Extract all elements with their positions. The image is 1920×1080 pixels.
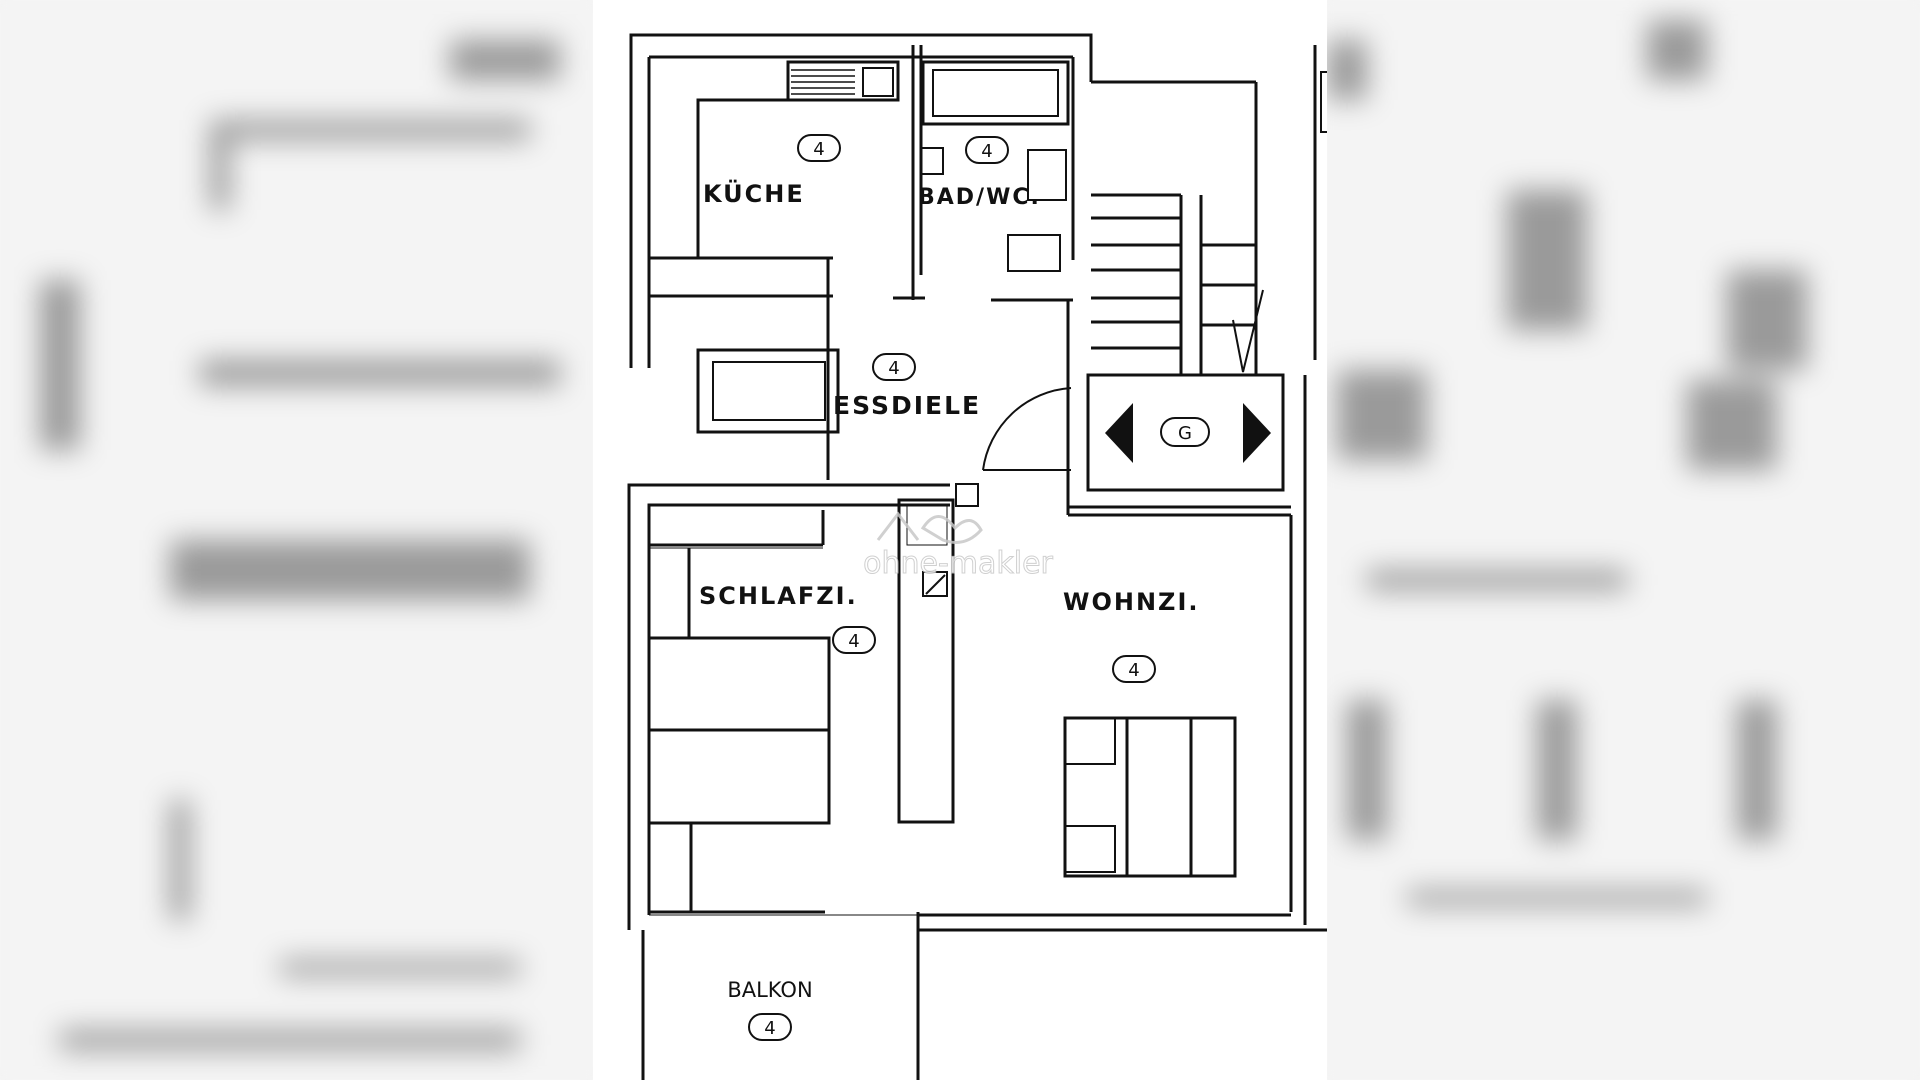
room-label-bath: BAD/WC. (918, 185, 1041, 210)
sofa-table (1063, 716, 1237, 878)
room-label-bedroom: SCHLAFZI. (699, 582, 858, 610)
watermark-text: ohne-makler (863, 546, 1053, 581)
wall-north (629, 33, 1093, 368)
blurred-backdrop-left (0, 0, 593, 1080)
blurred-backdrop-right (1327, 0, 1920, 1080)
kitchen-inner (696, 98, 878, 258)
living-badge: 4 (1128, 660, 1139, 681)
armchair-2 (1064, 825, 1116, 873)
washbasin (1007, 234, 1061, 272)
bath-badge: 4 (981, 141, 992, 162)
triangle-left-icon[interactable] (1105, 403, 1133, 463)
armchair-1 (1064, 717, 1116, 765)
chimney-flue (922, 571, 948, 597)
dining-table (712, 361, 826, 421)
watermark: ohne-makler (863, 511, 1054, 582)
floor-plan-image: 4 4 4 G 4 4 4 KÜCHE BAD/WC. ESSDIELE SCH… (593, 0, 1327, 1080)
chimney-flue-mark (925, 574, 946, 595)
heater (920, 147, 944, 175)
kitchen-counter (786, 60, 900, 102)
triangle-right-icon[interactable] (1243, 403, 1271, 463)
bathtub (921, 60, 1070, 126)
bathtub-inner (932, 69, 1059, 117)
dining-badge: 4 (888, 358, 899, 379)
room-label-dining: ESSDIELE (833, 391, 981, 420)
next-arrow-button[interactable] (1243, 403, 1271, 463)
neighbor-fixture (1320, 71, 1327, 133)
bedroom-badge: 4 (848, 631, 859, 652)
entry-door-arc (982, 387, 1072, 471)
balcony-badge: 4 (764, 1018, 775, 1039)
wc (1027, 149, 1067, 201)
chimney-block (897, 498, 955, 824)
floor-plan-drawing: 4 4 4 G 4 4 4 KÜCHE BAD/WC. ESSDIELE SCH… (627, 33, 1327, 1080)
dining-table-frame (696, 348, 840, 434)
kitchen-stove (862, 67, 894, 97)
prev-arrow-button[interactable] (1105, 403, 1133, 463)
stair-landing (1086, 373, 1285, 492)
watermark-logo-icon (876, 511, 983, 544)
room-label-living: WOHNZI. (1063, 588, 1200, 616)
chimney (955, 483, 979, 507)
wall-bedroom-outer (627, 483, 950, 930)
room-label-kitchen: KÜCHE (703, 178, 805, 208)
room-label-balcony: BALKON (727, 978, 812, 1002)
stair-direction-mark (1232, 289, 1264, 373)
stair-badge: G (1178, 423, 1192, 444)
kitchen-badge: 4 (813, 139, 824, 160)
